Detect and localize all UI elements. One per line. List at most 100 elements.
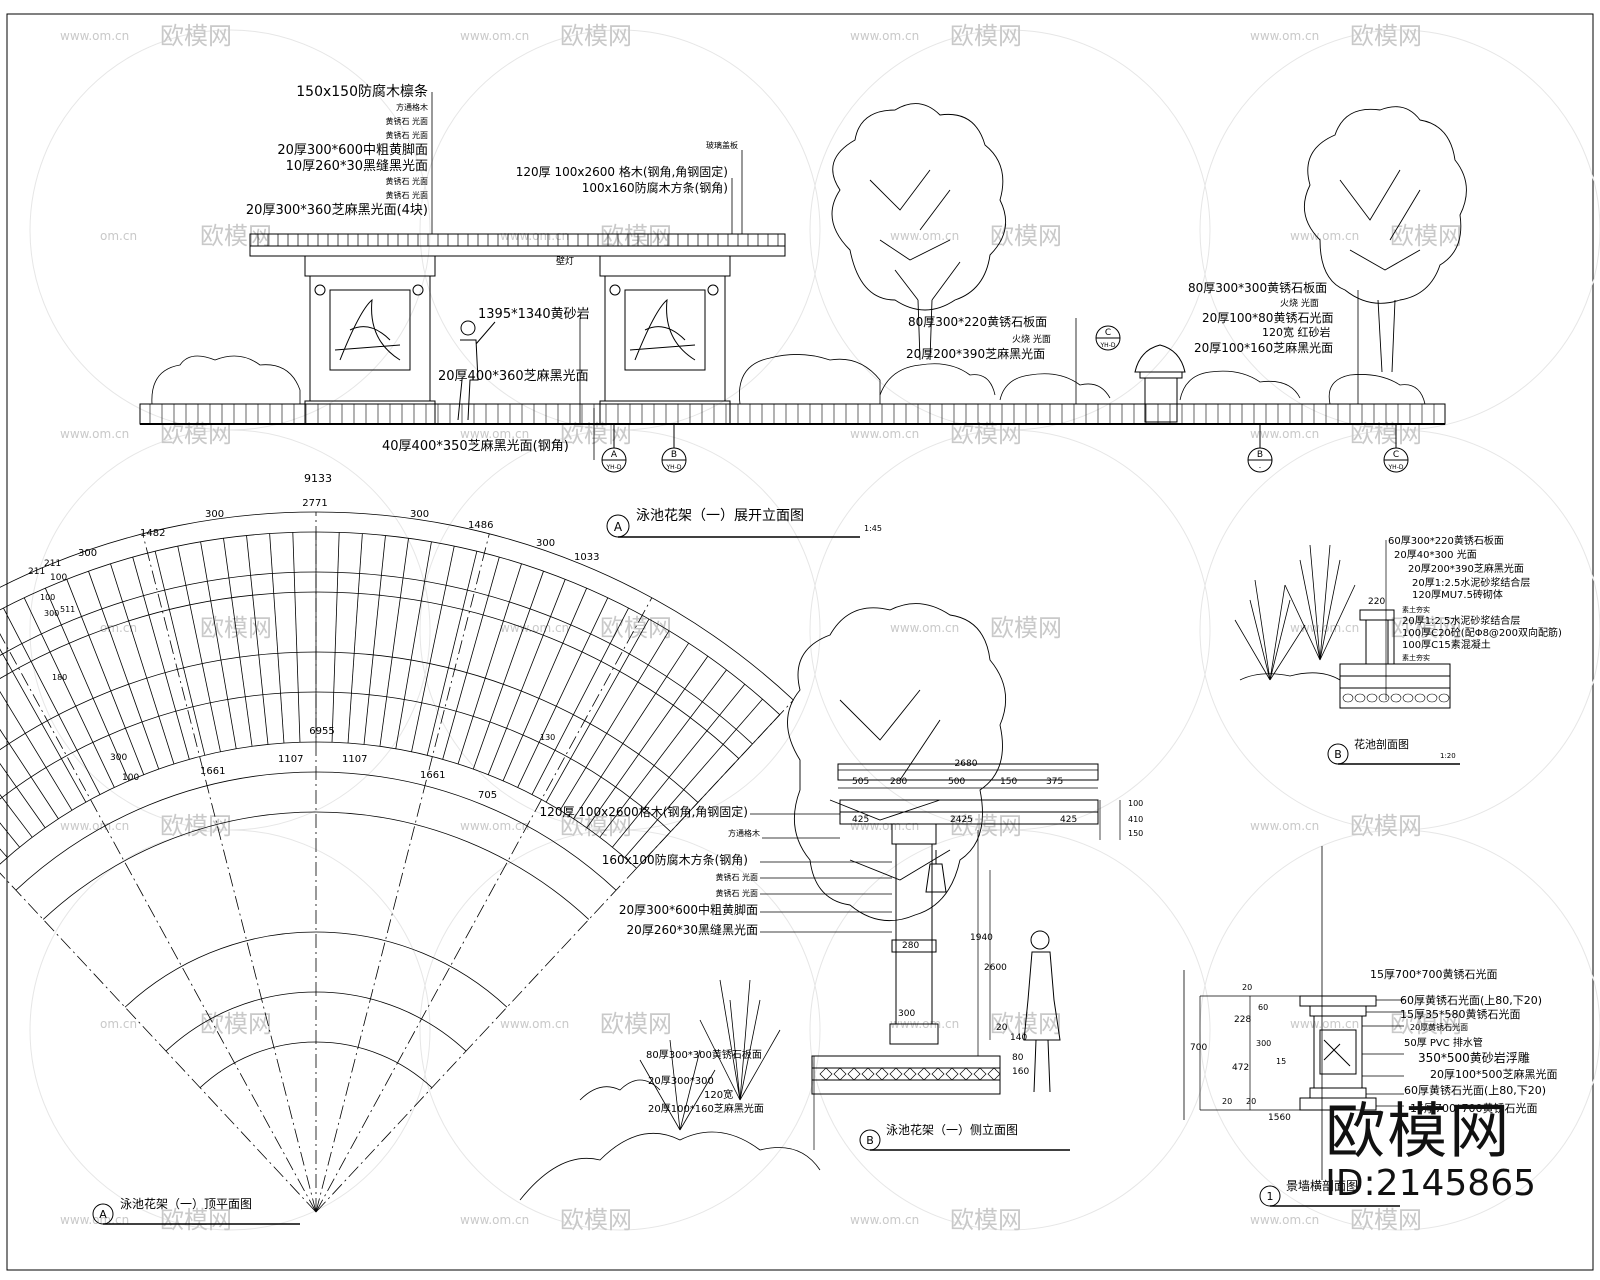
- ornament: [903, 1067, 917, 1081]
- dim-text: 280: [902, 941, 919, 951]
- leader-text: 火烧 光面: [1280, 297, 1319, 309]
- plan-slat: [223, 538, 253, 747]
- dim-text: 20: [996, 1023, 1008, 1033]
- watermark-site-text: www.om.cn: [460, 819, 529, 833]
- plan-slat: [246, 535, 269, 745]
- watermark-site-text: om.cn: [100, 229, 137, 243]
- watermark-site-text: www.om.cn: [850, 1213, 919, 1227]
- plan-arc: [0, 511, 794, 701]
- leader-text: 120厚MU7.5砖砌体: [1412, 588, 1503, 601]
- dim-text: 300: [536, 538, 555, 549]
- dim-text: 211: [28, 567, 45, 577]
- watermark-brand-text: 欧模网: [1390, 1010, 1462, 1038]
- leaders-section-1: 15厚700*700黄锈石光面 60厚黄锈石光面(上80,下20) 15厚35*…: [1370, 967, 1558, 1115]
- dim-text: 150: [1128, 829, 1143, 838]
- caption-title: 泳池花架（一）侧立面图: [886, 1122, 1018, 1137]
- leader-text: 20厚100*160芝麻黑光面: [1194, 340, 1333, 355]
- caption-number: 1: [1267, 1190, 1274, 1203]
- dim-text: 6955: [309, 726, 334, 737]
- plan-slat: [132, 557, 190, 760]
- watermark-site-text: www.om.cn: [850, 427, 919, 441]
- leaders-planter-right: 80厚300*300黄锈石板面 火烧 光面 20厚100*80黄锈石光面 120…: [1188, 281, 1333, 355]
- leader-text: 1395*1340黄砂岩: [478, 307, 590, 322]
- caption-elevation-b: B 泳池花架（一）侧立面图: [859, 1122, 1070, 1151]
- plan-slat: [110, 563, 175, 765]
- dim-text: 20: [1242, 983, 1252, 992]
- elevation-b: 2680 505 280 500 150 375 425 425 2425 10…: [519, 603, 1143, 1201]
- gravel: [1378, 693, 1390, 703]
- leader-text: 20厚1:2.5水泥砂浆结合层: [1402, 614, 1520, 627]
- dim-text: 15: [1276, 1057, 1286, 1066]
- plan-slat: [200, 541, 237, 749]
- plan-slat: [545, 618, 650, 803]
- leader-text: 20厚100*160芝麻黑光面: [648, 1102, 764, 1115]
- plan-slat: [395, 541, 432, 749]
- watermark-brand-text: 欧模网: [160, 22, 232, 50]
- dim-text: 705: [478, 790, 497, 801]
- leader-text: 20厚300*600中粗黄脚面: [619, 902, 758, 917]
- leader-text: 20厚260*30黑缝黑光面: [627, 922, 758, 937]
- plan-dims: 9133 211 211 100 300 1482 300 2771 300 1…: [28, 472, 599, 801]
- leader-text: 60厚黄锈石光面(上80,下20): [1400, 993, 1542, 1007]
- caption-title: 泳池花架（一）展开立面图: [636, 508, 804, 524]
- dim-text: 100: [122, 773, 139, 783]
- leader-text: 15厚35*580黄锈石光面: [1400, 1007, 1521, 1021]
- leader-text: 壁灯: [556, 255, 574, 267]
- caption-scale: 1:45: [864, 524, 882, 533]
- leader-text: 20厚300*360芝麻黑光面(4块): [246, 202, 428, 218]
- dim-text: 2771: [302, 498, 327, 509]
- plan-slat: [44, 588, 130, 781]
- plan-slat: [88, 571, 160, 770]
- plan-slat: [66, 579, 145, 775]
- human-figure: [457, 320, 496, 421]
- watermark-site-text: www.om.cn: [500, 1017, 569, 1031]
- leader-text: 20厚100*500芝麻黑光面: [1430, 1067, 1558, 1081]
- leader-text: 160x100防腐木方条(钢角): [602, 852, 748, 867]
- dims-section-1: 20 228 700 472 20 20 60 300 15 1560: [1190, 983, 1291, 1123]
- section-marker-sheet: YH-D: [666, 464, 682, 471]
- ornament: [959, 1067, 973, 1081]
- planter-urn: [1134, 344, 1186, 423]
- dim-text: 180: [52, 673, 67, 682]
- leader-text: 100厚C20砼(配Φ8@200双向配筋): [1402, 626, 1562, 639]
- leader-text: 方通格木: [728, 828, 760, 838]
- dim-text: 100: [1128, 799, 1143, 808]
- dim-text: 300: [1256, 1039, 1271, 1048]
- watermark-site-text: www.om.cn: [460, 427, 529, 441]
- dim-text: 1033: [574, 552, 599, 563]
- watermark-brand-text: 欧模网: [950, 812, 1022, 840]
- watermark-site-text: om.cn: [100, 1017, 137, 1031]
- watermark-site-text: www.om.cn: [1290, 621, 1359, 635]
- caption-plan-a: A 泳池花架（一）顶平面图: [92, 1196, 300, 1225]
- ornament: [833, 1067, 847, 1081]
- section-marker-labels: A YH-D B YH-D C YH-D B - C YH-D: [606, 328, 1404, 471]
- dim-text: 300: [44, 609, 59, 618]
- gravel: [1426, 693, 1438, 703]
- plan-slat: [502, 588, 588, 781]
- ornament: [917, 1067, 931, 1081]
- plan-slat: [0, 794, 33, 838]
- leader-text: 120宽 红砂岩: [1262, 325, 1331, 339]
- tree-elevation-a-1: [831, 103, 1007, 361]
- leader-text: 50厚 PVC 排水管: [1404, 1036, 1483, 1049]
- dims-b: 2680 505 280 500 150 375 425 425 2425 10…: [852, 759, 1143, 1077]
- caption-letter: A: [99, 1208, 107, 1221]
- dim-text: 130: [540, 733, 555, 742]
- dim-text: 211: [44, 559, 61, 569]
- leader-text: 80厚300*220黄锈石板面: [908, 315, 1047, 329]
- section-marker-sheet: YH-D: [606, 464, 622, 471]
- leader-text: 120厚 100x2600格木(钢角,角钢固定): [540, 804, 748, 819]
- leaders-planter-left: 80厚300*220黄锈石板面 火烧 光面 20厚200*390芝麻黑光面: [906, 315, 1051, 361]
- watermark-brand-text: 欧模网: [1390, 614, 1462, 642]
- watermark-site-text: www.om.cn: [850, 819, 919, 833]
- watermark-grid: 欧模网 www.om.cn 欧模网 www.om.cn 欧模网 www.om.cn 欧模网 w…: [60, 22, 1462, 1234]
- ornament: [819, 1067, 833, 1081]
- plan-axis: [315, 699, 794, 1213]
- watermark-brand-text: 欧模网: [990, 614, 1062, 642]
- gravel: [1366, 693, 1378, 703]
- leader-lines-b: [750, 813, 892, 933]
- dim-lines-b: [813, 769, 1121, 1150]
- dim-text: 100: [50, 573, 67, 583]
- dim-text: 425: [852, 815, 869, 825]
- dim-text: 9133: [304, 472, 332, 485]
